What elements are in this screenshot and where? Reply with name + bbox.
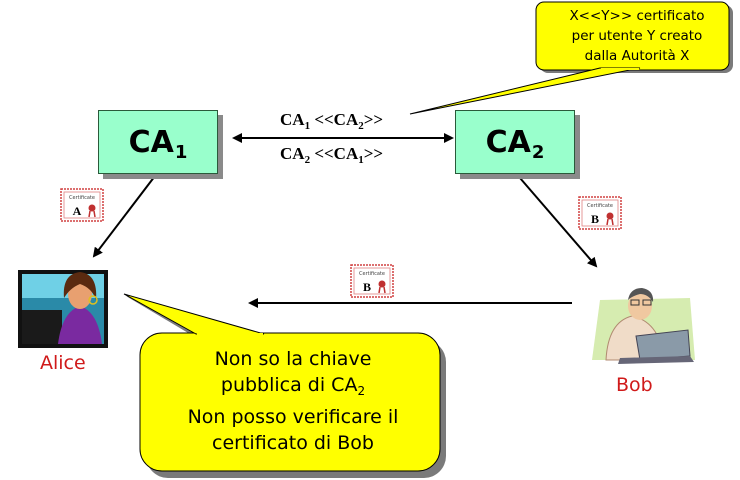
ca1-label: CA1: [128, 124, 188, 163]
big-callout-line-3: Non posso verificare il: [187, 406, 399, 428]
big-callout-line-4: certificato di Bob: [212, 432, 374, 454]
cert-label-ca2-ca1: CA2 <<CA1>>: [280, 144, 384, 166]
big-callout-shape: [123, 293, 446, 478]
alice-label: Alice: [40, 352, 86, 374]
top-callout-line-1: X<<Y>> certificato: [569, 8, 705, 24]
big-callout: Non so la chiave pubblica di CA2 Non pos…: [148, 346, 438, 456]
ca1-to-alice-arrow: [92, 171, 159, 258]
certificate-a-icon: Certificate A: [60, 188, 104, 222]
certificate-a-header: Certificate: [69, 195, 95, 201]
ca1-box: CA1: [98, 110, 218, 174]
alice-figure: [18, 270, 108, 348]
big-callout-line-2: pubblica di CA2: [220, 374, 366, 398]
bob-label: Bob: [616, 374, 653, 396]
certificate-transfer-header: Certificate: [359, 271, 385, 277]
top-callout-shape: [409, 1, 733, 115]
certificate-b-icon: Certificate B: [578, 196, 622, 230]
ca2-label: CA2: [485, 124, 545, 163]
certificate-a-letter: A: [73, 204, 82, 218]
certificate-b-letter: B: [591, 212, 599, 226]
certificate-transfer-icon: Certificate B: [350, 264, 394, 298]
certificate-transfer-letter: B: [363, 280, 371, 294]
top-callout: X<<Y>> certificato per utente Y creato d…: [542, 6, 732, 66]
bob-figure: [592, 288, 695, 364]
ca2-to-bob-arrow: [519, 177, 598, 268]
big-callout-line-1: Non so la chiave: [214, 348, 372, 370]
top-callout-line-2: per utente Y creato: [571, 28, 703, 44]
top-callout-line-3: dalla Autorità X: [584, 48, 690, 64]
ca2-box: CA2: [455, 110, 575, 174]
certificate-b-header: Certificate: [587, 203, 613, 209]
cert-label-ca1-ca2: CA1 <<CA2>>: [280, 110, 384, 132]
